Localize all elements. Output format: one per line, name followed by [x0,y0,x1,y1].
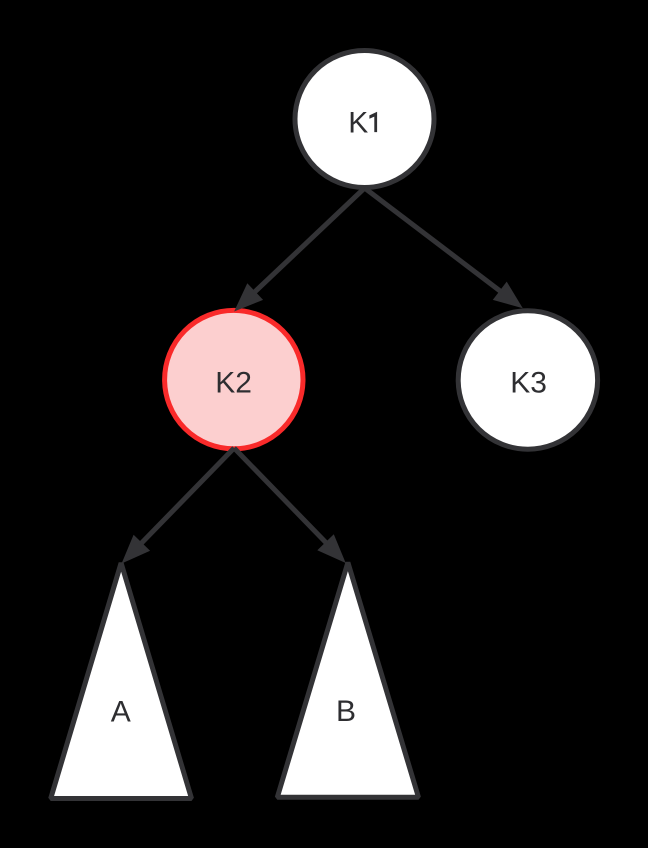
svg-text:K2: K2 [215,366,252,399]
svg-text:K3: K3 [510,366,547,399]
svg-text:K: K [348,106,368,139]
svg-text:A: A [111,696,131,729]
svg-text:B: B [336,695,356,728]
